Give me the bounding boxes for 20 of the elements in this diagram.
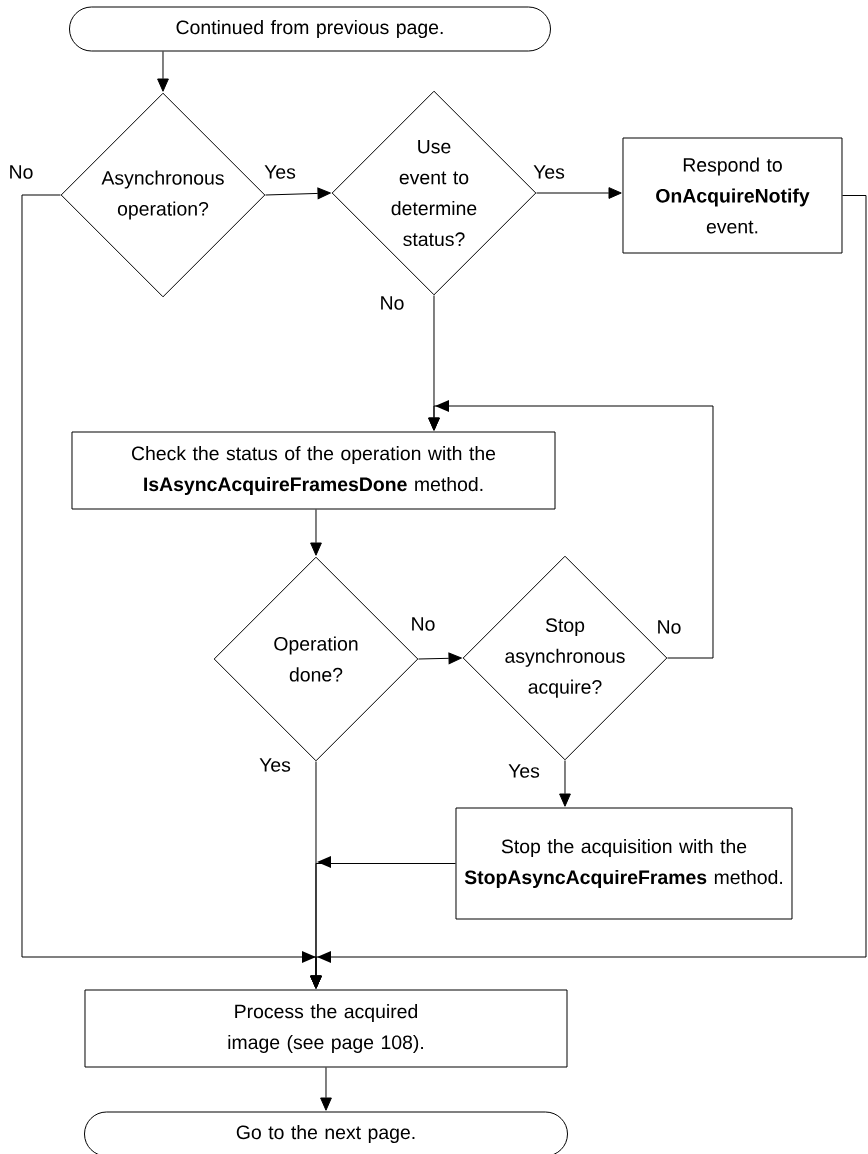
process-box: Respond to OnAcquireNotify event. bbox=[622, 137, 843, 254]
terminal-box: Go to the next page. bbox=[84, 1111, 568, 1154]
edge-label: No bbox=[381, 296, 404, 310]
arrow bbox=[320, 1067, 332, 1111]
arrow bbox=[310, 509, 322, 556]
process-box: Stop the acquisition with the StopAsyncAcquireFrames method. bbox=[455, 807, 793, 920]
edge-label: Yes bbox=[508, 764, 540, 778]
arrow bbox=[418, 652, 462, 665]
arrow bbox=[559, 760, 571, 807]
terminal-box: Continued from previous page. bbox=[69, 6, 551, 52]
process-box: Process the acquired image (see page 108). bbox=[84, 989, 568, 1068]
edge-label: No bbox=[658, 620, 681, 634]
arrow bbox=[428, 400, 714, 659]
arrow bbox=[265, 187, 331, 200]
arrow bbox=[157, 51, 169, 92]
arrow bbox=[536, 187, 622, 199]
edge-label: No bbox=[10, 165, 33, 179]
arrow bbox=[310, 856, 456, 989]
edge-label: Yes bbox=[264, 165, 296, 179]
process-box: Check the status of the operation with the IsAsyncAcquireFramesDone method. bbox=[71, 431, 556, 510]
